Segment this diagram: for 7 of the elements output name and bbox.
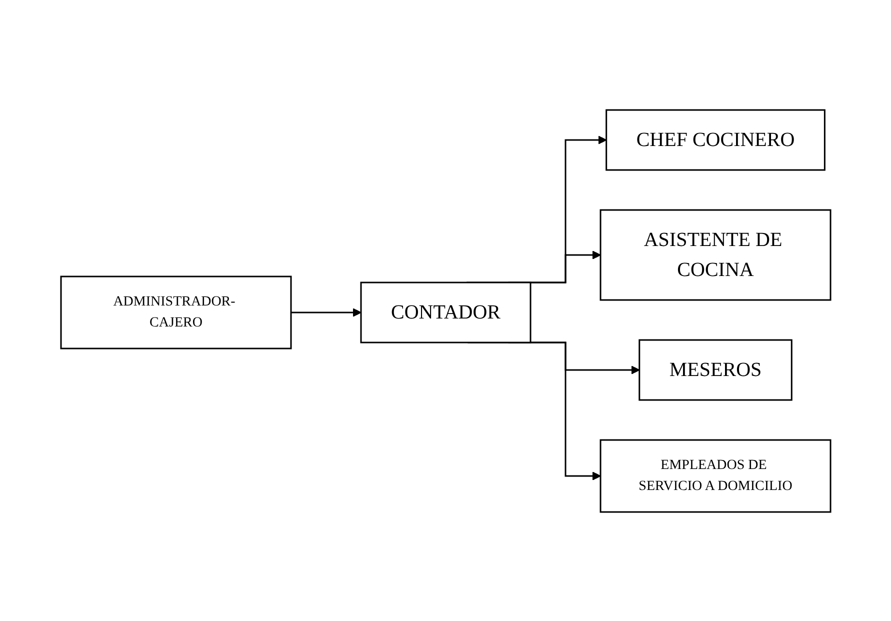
arrow bbox=[290, 308, 362, 316]
node-box: EMPLEADOS DE SERVICIO A DOMICILIO bbox=[600, 438, 831, 512]
node-box: CONTADOR bbox=[360, 281, 531, 343]
node-box: CHEF COCINERO bbox=[605, 108, 826, 170]
node-box: MESEROS bbox=[638, 338, 792, 400]
node-box: ASISTENTE DE COCINA bbox=[600, 208, 831, 300]
node-box: ADMINISTRADOR- CAJERO bbox=[60, 275, 292, 349]
